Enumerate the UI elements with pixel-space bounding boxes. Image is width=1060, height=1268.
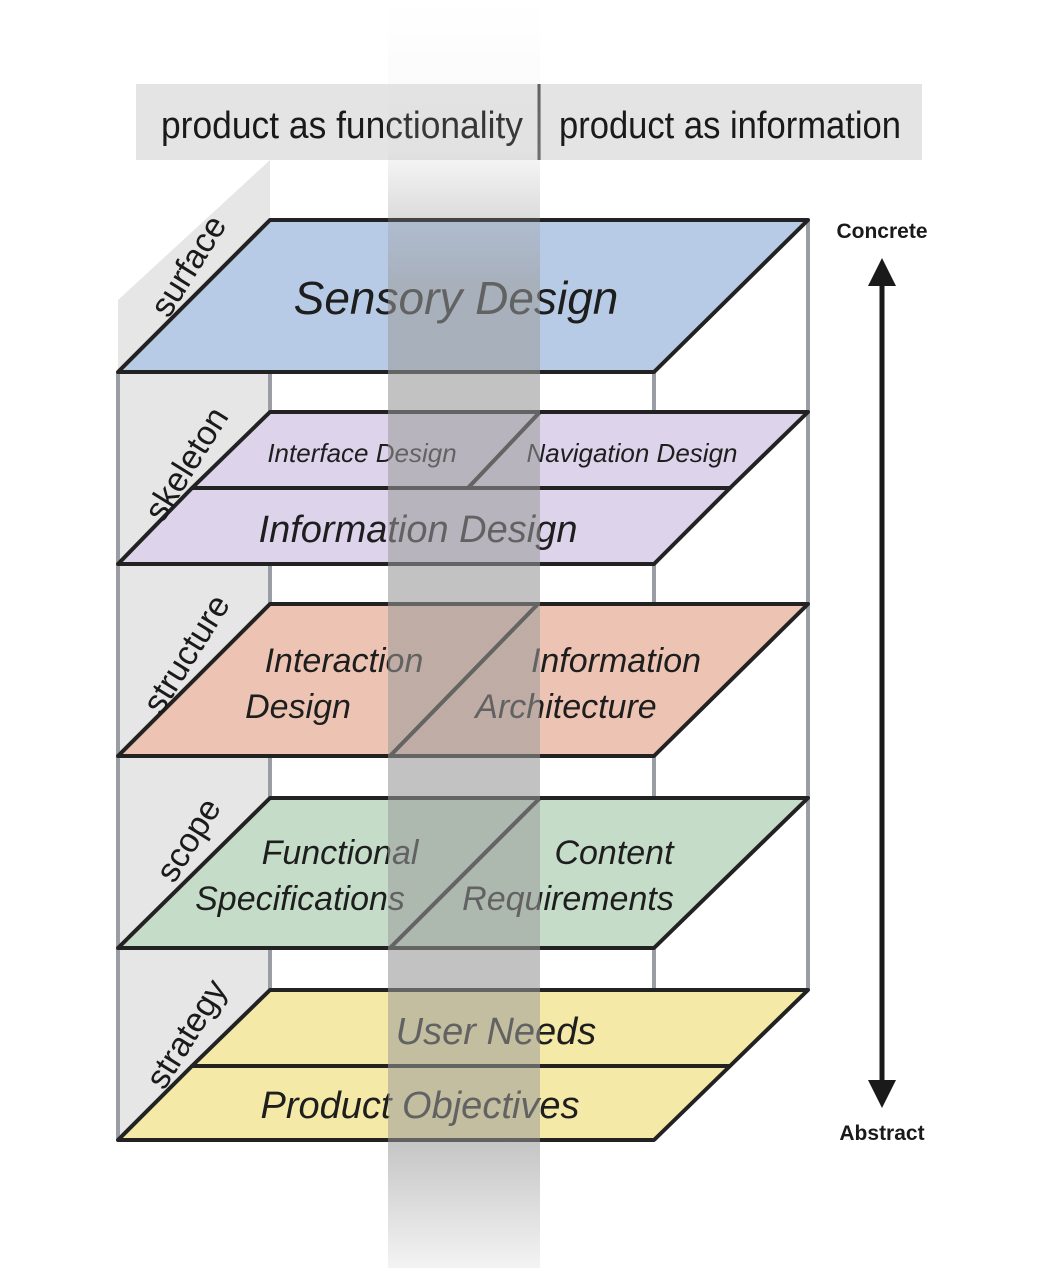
abstract-label: Abstract — [839, 1122, 924, 1145]
concrete-label: Concrete — [836, 220, 927, 243]
arrow-down-icon — [868, 1080, 896, 1108]
skeleton-plane: Interface Design Navigation Design Infor… — [116, 410, 810, 566]
arrow-up-icon — [868, 258, 896, 286]
center-divider-band — [388, 150, 540, 1268]
concrete-abstract-axis: Concrete Abstract — [836, 220, 927, 1145]
navigation-design-text: Navigation Design — [526, 438, 737, 468]
content-requirements-line1: Content — [554, 834, 675, 872]
header-information: product as information — [559, 105, 901, 147]
functional-specifications-line2: Specifications — [195, 880, 405, 918]
interaction-design-line2: Design — [245, 688, 351, 726]
information-architecture-line1: Information — [531, 642, 701, 680]
